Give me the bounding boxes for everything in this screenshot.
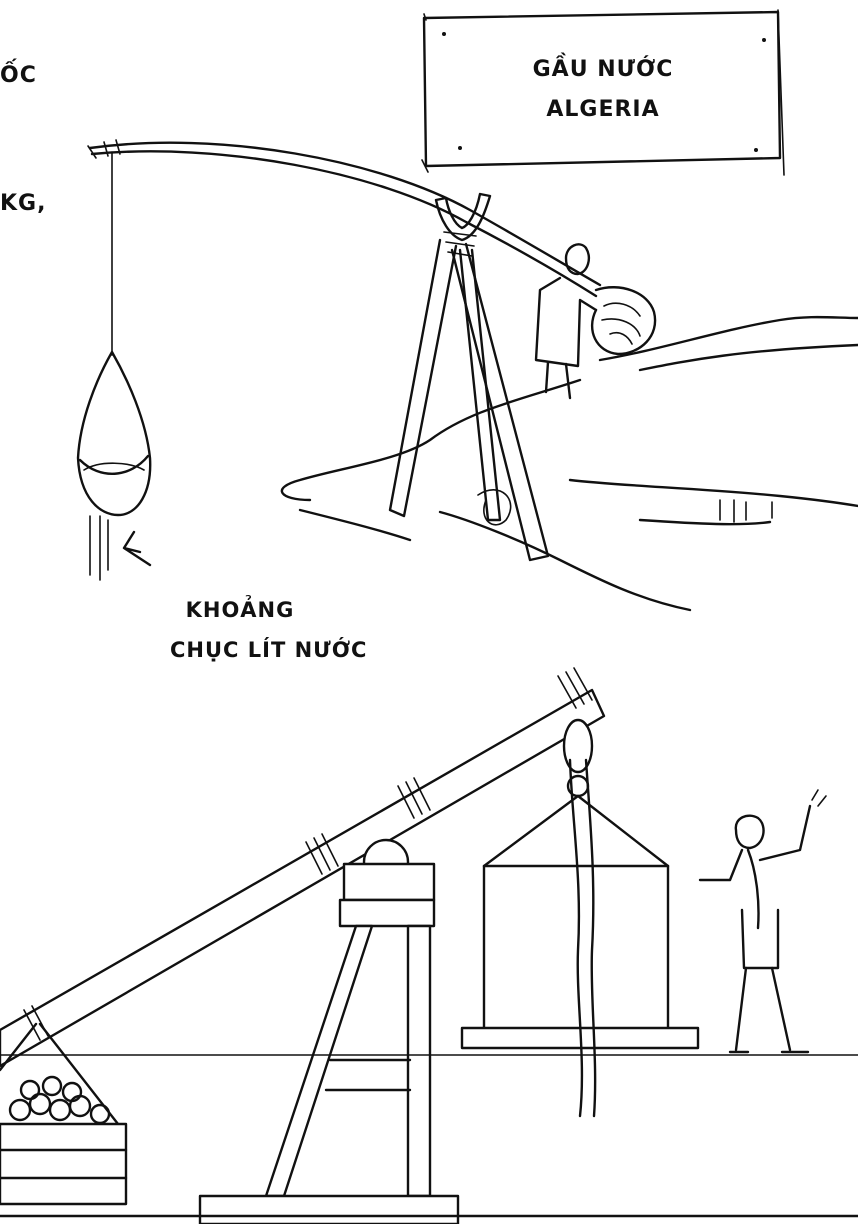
- a-frame-support: [390, 194, 548, 560]
- bucket-caption: KHOẢNG CHỤC LÍT NƯỚC: [170, 590, 310, 670]
- sign-label: GẦU NƯỚC ALGERIA: [430, 50, 776, 130]
- pulley-platform: [462, 720, 698, 1116]
- hanging-bucket: [78, 152, 150, 580]
- man-figure-top: [536, 244, 655, 398]
- man-figure-bottom: [700, 790, 826, 1052]
- sign-line-2: ALGERIA: [430, 90, 776, 130]
- bucket-caption-line-1: KHOẢNG: [170, 590, 310, 630]
- bucket-caption-line-2: CHỤC LÍT NƯỚC: [170, 630, 310, 670]
- terrain-lines: [282, 317, 858, 610]
- sign-line-1: GẦU NƯỚC: [430, 50, 776, 90]
